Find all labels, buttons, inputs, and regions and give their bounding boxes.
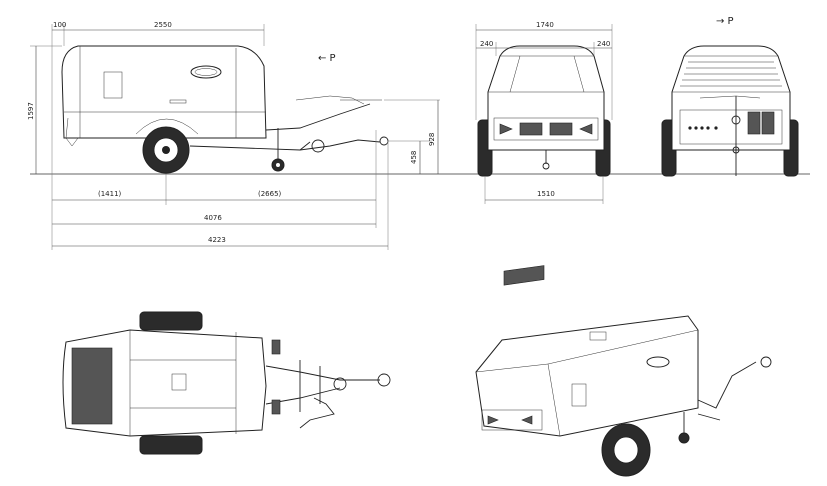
- side-view-arrow-label: ← P: [318, 53, 336, 64]
- dim-length-min: 4076: [204, 214, 222, 222]
- isometric-view: [475, 265, 772, 477]
- top-radiator-grille: [71, 347, 113, 425]
- front-hitch-assembly: [699, 95, 775, 176]
- front-louvers: [680, 61, 782, 87]
- rear-view: 1740 240 240 1510: [475, 21, 613, 204]
- dim-right-offset: 240: [597, 40, 610, 48]
- iso-jockey-wheel: [678, 432, 690, 444]
- front-view-arrow-label: → P: [716, 16, 734, 27]
- side-towing-eye: [379, 136, 389, 146]
- dim-height: 1597: [27, 102, 35, 120]
- dim-overhang: 100: [53, 21, 66, 29]
- side-body: [61, 45, 267, 139]
- top-body: [62, 329, 267, 437]
- iso-top-grille: [503, 265, 545, 286]
- brand-logo-icon: [190, 65, 222, 79]
- top-access-hatch: [171, 373, 187, 391]
- dim-hitch-high: 928: [428, 133, 436, 146]
- front-view: → P: [661, 16, 799, 177]
- rear-body: [487, 45, 605, 151]
- side-view: ← P 100 2550 1597 (1411) (2665) 4076 422…: [27, 21, 810, 250]
- dim-hitch-low: 458: [410, 151, 418, 164]
- iso-towing-eye: [760, 356, 772, 368]
- front-body: [671, 45, 791, 151]
- side-access-panel: [103, 71, 123, 99]
- iso-body: [475, 315, 699, 437]
- dim-length-max: 4223: [208, 236, 226, 244]
- dim-width: 1740: [536, 21, 554, 29]
- dim-axle-front: (2665): [258, 190, 282, 198]
- iso-brand-logo-icon: [646, 356, 670, 368]
- dim-body-length: 2550: [154, 21, 172, 29]
- iso-access-panel: [571, 383, 587, 407]
- dim-left-offset: 240: [480, 40, 493, 48]
- front-control-dots: [688, 126, 718, 130]
- top-towing-eye: [377, 373, 391, 387]
- top-view: [62, 311, 391, 455]
- top-wheel-upper: [139, 311, 203, 331]
- top-wheel-lower: [139, 435, 203, 455]
- dim-axle-rear: (1411): [98, 190, 122, 198]
- dim-track: 1510: [537, 190, 555, 198]
